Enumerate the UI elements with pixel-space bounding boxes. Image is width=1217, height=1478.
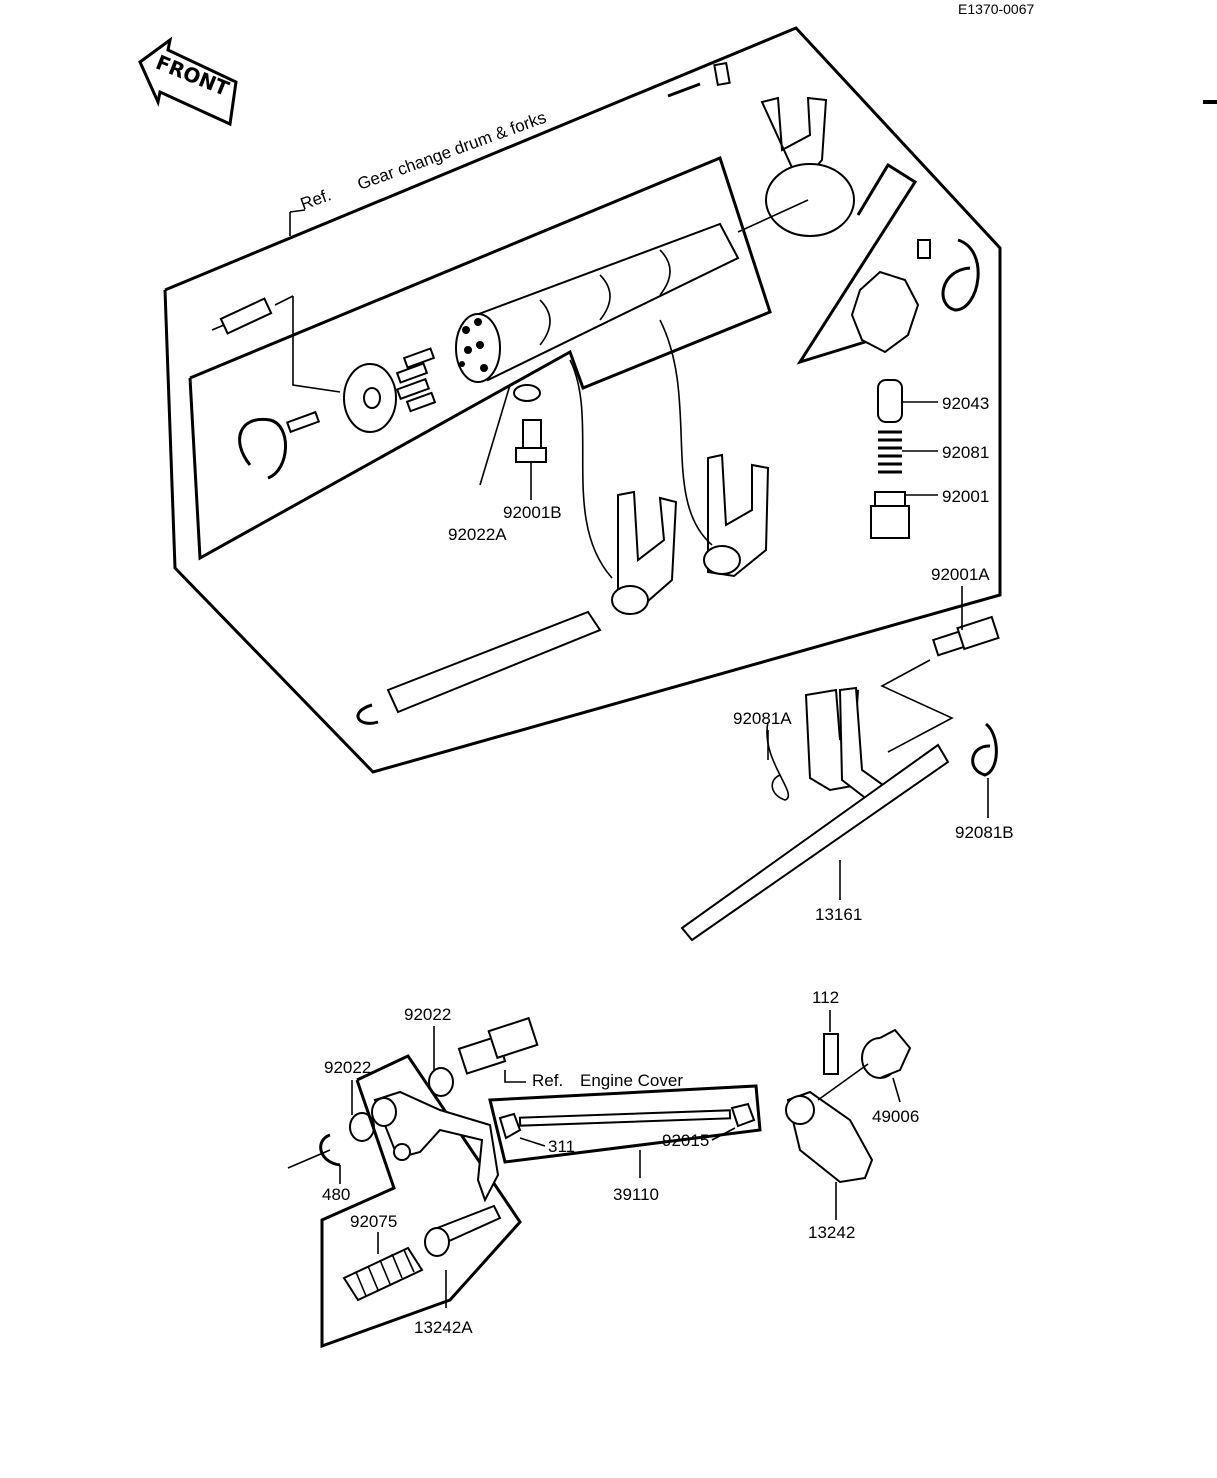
label-92081b: 92081B [955, 823, 1014, 842]
washer-92022a [513, 384, 541, 402]
label-92081: 92081 [942, 443, 989, 462]
washer-92022-upper [428, 1067, 454, 1097]
leader [880, 659, 954, 753]
leader [711, 1127, 736, 1141]
shift-fork-right [703, 453, 770, 578]
drawing-code: E1370-0067 [958, 1, 1035, 17]
label-112: 112 [812, 988, 839, 1007]
shift-fork-top [760, 96, 855, 237]
leader [817, 1063, 869, 1101]
label-92001a: 92001A [931, 565, 990, 584]
leader [737, 199, 809, 233]
gear-drum-inner-boundary [188, 155, 772, 561]
lever-13242 [785, 1090, 874, 1184]
circlip-part-2 [941, 238, 980, 312]
front-arrow-icon: FRONT [138, 36, 238, 127]
dowel-part [917, 239, 931, 259]
leader [292, 296, 341, 393]
shift-shaft-13161 [680, 686, 950, 942]
shift-fork-left [611, 490, 678, 615]
bolt-92001a [932, 615, 1000, 657]
leader [274, 295, 294, 306]
ref-gear-change: Ref. Gear change drum & forks [289, 108, 549, 236]
label-13161: 13161 [815, 905, 862, 924]
pedal-13242a [371, 1090, 502, 1257]
spring-92081b-part [971, 722, 998, 777]
shift-drum [455, 222, 740, 383]
detent-boundary [796, 162, 918, 365]
bolt-92001b [515, 419, 547, 463]
pin-part [667, 82, 701, 98]
ref-gear-prefix: Ref. [298, 185, 334, 214]
ref-engine-prefix: Ref. [532, 1071, 563, 1090]
leader [569, 359, 613, 579]
label-480: 480 [322, 1185, 350, 1204]
label-92081a: 92081A [733, 709, 792, 728]
pin-92043 [877, 379, 903, 423]
label-39110: 39110 [613, 1185, 659, 1204]
label-13242: 13242 [808, 1223, 855, 1242]
label-92043: 92043 [942, 394, 989, 413]
screw-part [285, 410, 321, 434]
tie-rod-39110 [498, 1102, 756, 1140]
small-pin-part [713, 61, 731, 87]
bolt-112 [823, 1033, 839, 1075]
ref-gear-text: Gear change drum & forks [355, 108, 549, 194]
label-13242a: 13242A [414, 1318, 473, 1337]
circlip-part [238, 417, 287, 480]
label-92075: 92075 [350, 1212, 397, 1231]
spring-92081 [878, 430, 902, 474]
leader [519, 1137, 546, 1147]
label-92001: 92001 [942, 487, 989, 506]
cam-plate-part [343, 363, 397, 433]
spring-92081a-part [766, 721, 790, 801]
label-92022-lower: 92022 [324, 1058, 371, 1077]
plug-92001 [870, 491, 910, 539]
fork-shaft-part [356, 610, 602, 725]
leader [479, 384, 511, 486]
ref-engine-text: Engine Cover [580, 1071, 683, 1090]
label-92015: 92015 [662, 1131, 709, 1150]
circlip-480 [319, 1133, 341, 1167]
gear-drum-boundary [163, 26, 1002, 774]
label-92022-upper: 92022 [404, 1005, 451, 1024]
label-92022a: 92022A [448, 525, 507, 544]
ref-engine-cover: Ref. Engine Cover [457, 1016, 683, 1090]
pins-part [395, 347, 437, 413]
label-49006: 49006 [872, 1107, 919, 1126]
neutral-switch-part [211, 297, 273, 335]
detent-star-part [850, 270, 920, 354]
leader [287, 1149, 331, 1169]
leader [892, 1077, 901, 1103]
pedal-boundary [320, 1054, 522, 1349]
tie-rod-boundary [488, 1084, 762, 1164]
edge-mark [1203, 100, 1217, 104]
label-311: 311 [548, 1137, 575, 1156]
pedal-rubber-92075 [342, 1246, 424, 1302]
seal-49006 [861, 1028, 912, 1079]
label-92001b: 92001B [503, 503, 562, 522]
leader [659, 319, 713, 546]
